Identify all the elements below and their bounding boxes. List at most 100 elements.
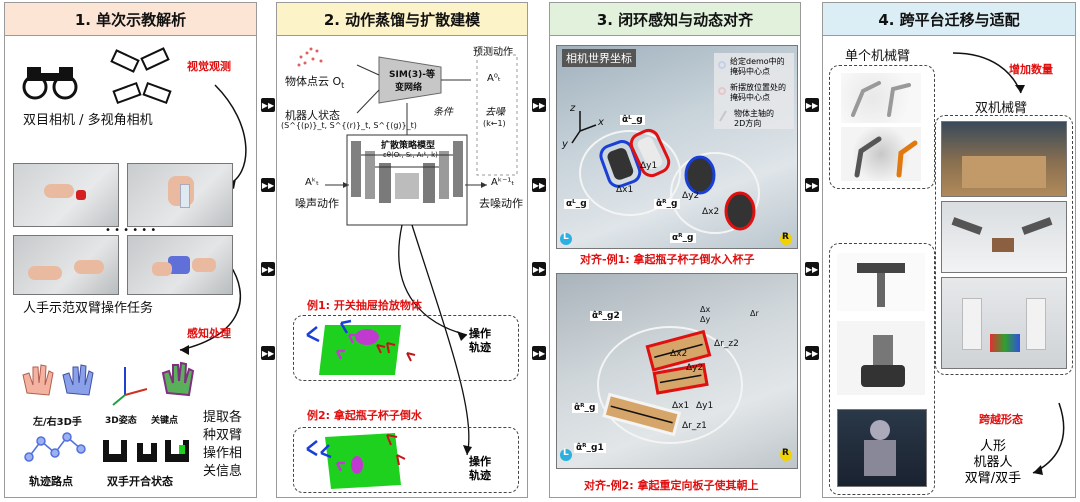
extract-info: 提取各 种双臂 操作相 关信息 xyxy=(203,410,243,479)
example2-box xyxy=(293,427,519,493)
camera-icon xyxy=(110,47,172,105)
label-dy1-b: Δy1 xyxy=(696,401,714,411)
binoculars-icon xyxy=(22,67,78,100)
demo-photo-3 xyxy=(13,235,119,295)
robot-arm-photo-2 xyxy=(841,127,921,181)
demo-photo-2 xyxy=(127,163,233,227)
humanoid-photo-2 xyxy=(837,321,925,395)
label-a-hat-R: α̂ᴿ_g xyxy=(654,199,680,209)
camera-coord-label: 相机世界坐标 xyxy=(562,49,636,67)
fast-forward-icon: ▶▶ xyxy=(261,262,275,276)
label-dy2: Δy2 xyxy=(682,191,700,201)
panel4-graphics xyxy=(851,52,1065,475)
panel-closed-loop: 3. 闭环感知与动态对齐 xyxy=(549,2,801,498)
denoised-action-label: 去噪动作 xyxy=(479,197,523,210)
fast-forward-icon: ▶▶ xyxy=(805,262,819,276)
perception-label: 感知处理 xyxy=(187,327,231,340)
alignment-caption-1: 对齐-例1: 拿起瓶子杯子倒水入杯子 xyxy=(580,253,755,266)
example1-box xyxy=(293,315,519,381)
cross-form-label: 跨越形态 xyxy=(979,413,1023,426)
label-a-hat-R-g: α̂ᴿ_g xyxy=(572,403,598,413)
example2-label: 例2: 拿起瓶子杯子倒水 xyxy=(307,409,422,422)
robot-state-formula: (S^{(p)}_t, S^{(r)}_t, S^{(g)}_t) xyxy=(281,121,417,130)
noise-action-sym: Aᵏₜ xyxy=(305,177,320,188)
label-dx1-b: Δx1 xyxy=(672,401,690,411)
fast-forward-icon: ▶▶ xyxy=(805,98,819,112)
label-a-hat-L: α̂ᴸ_g xyxy=(620,115,645,125)
hand-icon xyxy=(22,364,54,396)
fast-forward-icon: ▶▶ xyxy=(261,178,275,192)
hand-icon xyxy=(62,364,94,396)
fast-forward-icon: ▶▶ xyxy=(261,98,275,112)
humanoid-caption: 人形 机器人 双臂/双手 xyxy=(964,439,1022,486)
traj1-label: 操作 轨迹 xyxy=(469,327,491,354)
fast-forward-icon: ▶▶ xyxy=(532,262,546,276)
humanoid-photo-3 xyxy=(837,409,927,487)
point-cloud-icon xyxy=(297,47,323,67)
single-arm-box xyxy=(829,65,935,189)
example1-label: 例1: 开关抽屉拾放物体 xyxy=(307,299,422,312)
demo-photo-1 xyxy=(13,163,119,227)
noise-action-label: 噪声动作 xyxy=(295,197,339,210)
label-dx1: Δx1 xyxy=(616,185,634,195)
fast-forward-icon: ▶▶ xyxy=(532,346,546,360)
fast-forward-icon: ▶▶ xyxy=(805,178,819,192)
panel-title: 4. 跨平台迁移与适配 xyxy=(823,3,1075,36)
demo-photo-4 xyxy=(127,235,233,295)
panel-action-distillation: 2. 动作蒸馏与扩散建模 xyxy=(276,2,528,498)
label-dx: Δx xyxy=(700,305,711,314)
alignment-scene-2 xyxy=(556,273,798,469)
fast-forward-icon: ▶▶ xyxy=(532,98,546,112)
dual-arm-box xyxy=(935,115,1073,375)
waypoints-label: 轨迹路点 xyxy=(29,475,73,488)
dual-arm-photo-3 xyxy=(941,277,1067,369)
keypoints-label: 关键点 xyxy=(151,416,179,426)
ellipsis-dots: • • • • • • xyxy=(105,225,157,236)
pose3d-label: 3D姿态 xyxy=(105,416,137,426)
axis-z: z xyxy=(570,103,576,114)
denoise-label: 去噪 xyxy=(485,107,505,118)
panel-title: 1. 单次示教解析 xyxy=(5,3,256,36)
camera-caption: 双目相机 / 多视角相机 xyxy=(23,113,153,128)
hand3d-label: 左/右3D手 xyxy=(33,417,82,428)
single-arm-label: 单个机械臂 xyxy=(845,49,911,64)
dual-arm-photo-2 xyxy=(941,201,1067,273)
label-a-hat-R-g2: α̂ᴿ_g2 xyxy=(590,311,622,321)
axis-x: x xyxy=(598,117,604,128)
action-k0: A⁰ₜ xyxy=(487,73,501,84)
panel-title: 3. 闭环感知与动态对齐 xyxy=(550,3,800,36)
label-dy2-b: Δy2 xyxy=(686,363,704,373)
pred-action-label: 预测动作 xyxy=(473,47,513,58)
task-caption: 人手示范双臂操作任务 xyxy=(23,301,154,316)
corner-L-top: L xyxy=(563,232,569,242)
legend-item-2: 新摆放位置处的掩码中心点 xyxy=(730,83,786,102)
dual-arm-photo-1 xyxy=(941,121,1067,197)
panel3-graphics xyxy=(560,61,792,461)
visual-observation-label: 视觉观测 xyxy=(187,60,231,73)
condition-label: 条件 xyxy=(433,107,453,118)
fast-forward-icon: ▶▶ xyxy=(532,178,546,192)
label-drz2: Δr_z2 xyxy=(714,339,739,349)
humanoid-box xyxy=(829,243,935,495)
gripper-icon xyxy=(103,440,189,462)
legend-item-1: 给定demo中的掩码中心点 xyxy=(730,57,785,76)
traj2-label: 操作 轨迹 xyxy=(469,455,491,482)
panel1-graphics xyxy=(22,47,247,462)
gripper-label: 双手开合状态 xyxy=(107,475,173,488)
label-dx2-b: Δx2 xyxy=(670,349,688,359)
legend-box xyxy=(714,53,794,129)
hand-icon xyxy=(161,361,195,397)
denoise-action-sym: Aᵏ⁻¹ₜ xyxy=(491,177,515,188)
corner-R-top: R xyxy=(782,232,789,242)
panel-cross-platform: 4. 跨平台迁移与适配 单个机械臂 增加数量 双机械臂 xyxy=(822,2,1076,498)
label-dx2: Δx2 xyxy=(702,207,720,217)
corner-L-bottom: L xyxy=(563,448,569,458)
increase-label: 增加数量 xyxy=(1009,63,1053,76)
label-a-hat-R-g1: α̂ᴿ_g1 xyxy=(574,443,606,453)
waypoints-icon xyxy=(24,432,86,462)
diffusion-model-label: 扩散策略模型 xyxy=(381,141,436,151)
panel-title: 2. 动作蒸馏与扩散建模 xyxy=(277,3,527,36)
label-dr: Δr xyxy=(750,309,759,318)
label-a-L: αᴸ_g xyxy=(564,199,589,209)
